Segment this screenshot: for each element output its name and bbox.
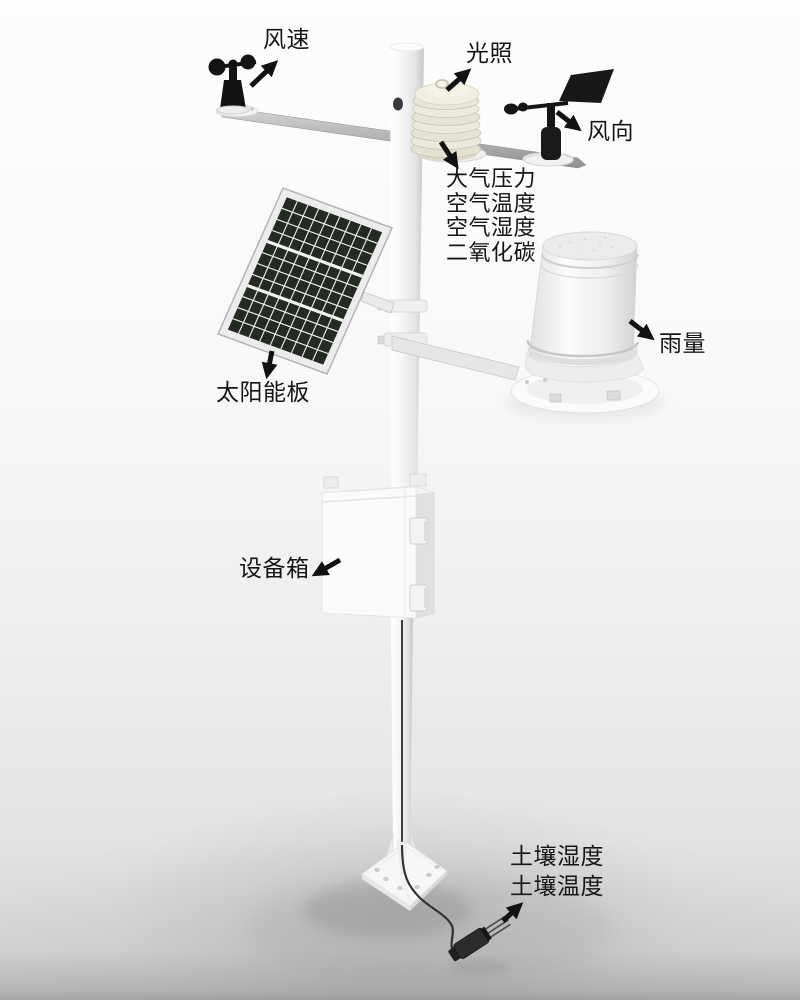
label-air-sensors: 大气压力 空气温度 空气湿度 二氧化碳: [446, 166, 537, 265]
label-air-humidity: 空气湿度: [446, 215, 537, 240]
arrow-wind-speed: [249, 60, 279, 88]
arrow-light: [445, 68, 472, 92]
pole-hole: [393, 97, 403, 111]
lower-pole: [391, 618, 413, 853]
wind-vane: [504, 69, 614, 167]
label-light: 光照: [466, 40, 513, 66]
label-device-box: 设备箱: [239, 555, 310, 581]
shield-lifting-loop: [435, 79, 449, 89]
label-soil-moisture: 土壤湿度: [510, 843, 604, 869]
label-air-pressure: 大气压力: [446, 166, 537, 191]
rain-gauge-arm: [391, 335, 520, 381]
label-air-temperature: 空气温度: [446, 190, 537, 216]
arrow-device-box: [311, 557, 342, 577]
label-rain: 雨量: [659, 330, 706, 356]
label-soil-temperature: 土壤温度: [510, 873, 604, 899]
arrow-soil-sensors: [501, 902, 524, 923]
radiation-shield: [410, 79, 482, 161]
equipment-box: [321, 473, 435, 619]
arrow-solar-panel: [261, 350, 278, 380]
arrow-rain: [628, 319, 655, 341]
box-hinges: [409, 517, 431, 612]
label-solar-panel: 太阳能板: [216, 379, 310, 405]
soil-sensor: [448, 915, 511, 962]
annotation-arrows: [249, 60, 655, 923]
label-co2: 二氧化碳: [446, 239, 537, 265]
arrow-wind-direction: [555, 110, 582, 132]
arrow-air-sensors: [438, 140, 459, 170]
solar-bracket-arm: [360, 291, 395, 314]
rain-gauge: [510, 231, 660, 414]
rain-gauge-top: [542, 231, 638, 261]
label-wind-speed: 风速: [263, 26, 310, 52]
solar-panel: [217, 187, 393, 375]
label-wind-direction: 风向: [587, 118, 634, 144]
anemometer: [208, 54, 257, 115]
